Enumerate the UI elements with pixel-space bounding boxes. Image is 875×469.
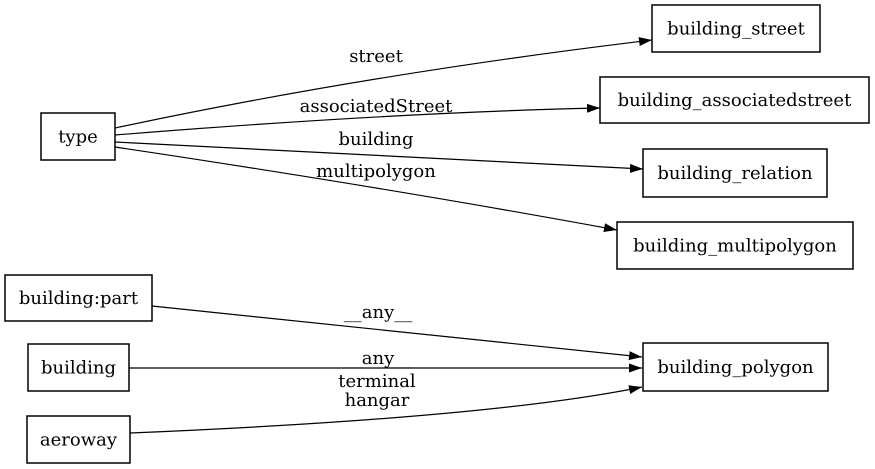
- node-type: type: [40, 112, 116, 161]
- node-box-aeroway: [26, 415, 131, 464]
- node-box-type: [40, 112, 116, 161]
- edges-layer: [114, 37, 653, 434]
- edge-label-type-to-building_multipolygon: multipolygon: [316, 161, 436, 182]
- node-building_associatedstreet: building_associatedstreet: [599, 76, 870, 124]
- edge-label-aeroway-to-building_polygon: terminal: [338, 371, 416, 392]
- node-box-building_polygon: [642, 342, 829, 392]
- edge-aeroway-to-building_polygon: [129, 385, 643, 434]
- nodes-layer: type building_street building_associatedst…: [4, 4, 870, 464]
- node-box-building_relation: [642, 148, 828, 198]
- node-label-type: type: [58, 127, 98, 148]
- node-box-building_part: [4, 274, 153, 322]
- edge-label-type-to-building_associatedstreet: associatedStreet: [300, 96, 453, 117]
- node-building_street: building_street: [651, 4, 821, 53]
- node-building_part: building:part: [4, 274, 153, 322]
- node-label-building: building: [41, 358, 116, 379]
- node-box-building_associatedstreet: [599, 76, 870, 124]
- node-box-building: [27, 343, 130, 392]
- node-label-building_relation: building_relation: [657, 163, 813, 184]
- edge-label-type-to-building_street: street: [349, 46, 403, 67]
- edge-labels-layer: street associatedStreet building multipolyg…: [300, 46, 453, 411]
- node-building_multipolygon: building_multipolygon: [616, 221, 854, 270]
- node-box-building_multipolygon: [616, 221, 854, 270]
- edge-label-aeroway-to-building_polygon: hangar: [345, 390, 410, 411]
- edge-type-to-building_associatedstreet: [114, 103, 601, 136]
- edge-type-to-building_street: [114, 37, 653, 129]
- edge-type-to-building_multipolygon: [114, 146, 618, 233]
- node-aeroway: aeroway: [26, 415, 131, 464]
- node-box-building_street: [651, 4, 821, 53]
- node-building: building: [27, 343, 130, 392]
- node-building_relation: building_relation: [642, 148, 828, 198]
- edge-label-building-to-building_polygon: __any__: [344, 348, 413, 369]
- node-label-building_multipolygon: building_multipolygon: [633, 236, 837, 257]
- edge-building_part-to-building_polygon: [151, 305, 643, 361]
- edge-label-type-to-building_relation: building: [338, 129, 413, 150]
- edge-label-building_part-to-building_polygon: __any__: [344, 302, 413, 323]
- node-label-building_associatedstreet: building_associatedstreet: [618, 90, 852, 111]
- edge-type-to-building_relation: [114, 141, 644, 173]
- node-label-building_part: building:part: [19, 288, 139, 309]
- node-building_polygon: building_polygon: [642, 342, 829, 392]
- node-label-aeroway: aeroway: [40, 430, 118, 451]
- node-label-building_street: building_street: [667, 19, 805, 40]
- node-label-building_polygon: building_polygon: [657, 357, 814, 378]
